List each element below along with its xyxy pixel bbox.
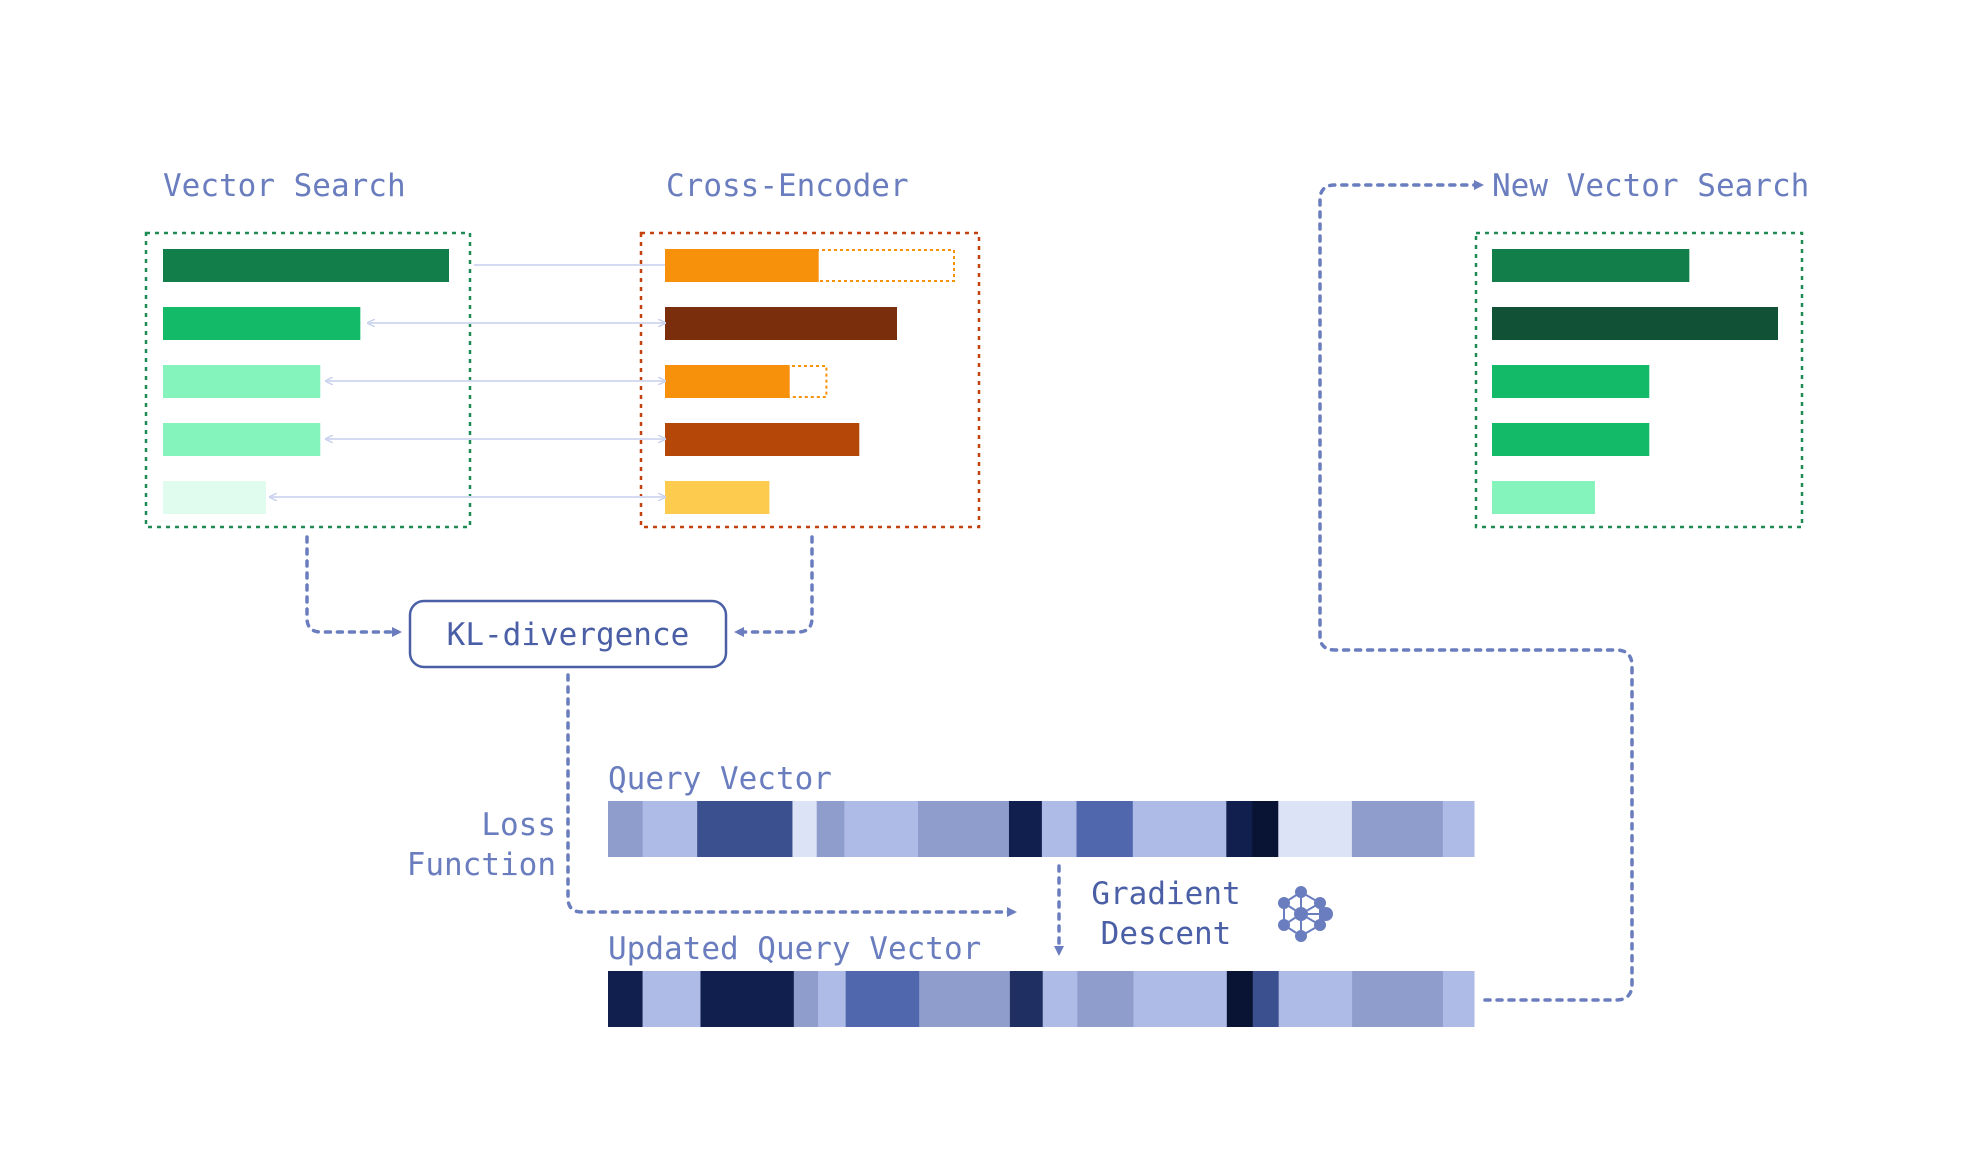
query-vector-cell-11: [1132, 801, 1227, 857]
query-vector-cell-10: [1076, 801, 1134, 857]
new-vector-search-box: [1474, 231, 1804, 529]
cross-encoder-bar-2: [665, 307, 897, 340]
cross-encoder-bars: [665, 249, 955, 514]
score-connectors: [270, 264, 665, 497]
vector-search-bar-3: [163, 365, 321, 398]
query-vector-cell-2: [642, 801, 698, 857]
cross-encoder-bar-4: [665, 423, 860, 456]
updated-query-vector-cell-8: [1009, 971, 1044, 1027]
new-vector-search-bar-1: [1492, 249, 1690, 282]
updated-query-vector-cell-3: [700, 971, 795, 1027]
query-vector-title: Query Vector: [608, 761, 832, 797]
updated-query-vector-title: Updated Query Vector: [608, 931, 981, 967]
vs-to-kl-arrow: [305, 535, 402, 637]
vector-search-bar-1: [163, 249, 449, 282]
updated-query-vector-cell-6: [845, 971, 920, 1027]
updated-query-vector-strip: [608, 971, 1475, 1027]
query-vector-cell-7: [918, 801, 1010, 857]
query-vector-cell-4: [792, 801, 818, 857]
updated-query-vector-cell-2: [642, 971, 701, 1027]
neural-network-icon: [1278, 886, 1333, 942]
updated-query-vector-cell-14: [1278, 971, 1353, 1027]
updated-query-vector-cell-13: [1252, 971, 1280, 1027]
updated-query-vector-cell-11: [1133, 971, 1228, 1027]
gradient-label-line2: Descent: [1101, 916, 1232, 952]
new-vector-search-title: New Vector Search: [1492, 168, 1809, 204]
return-to-new-search-arrow: [1318, 180, 1634, 1002]
query-vector-cell-1: [608, 801, 644, 857]
vector-search-bar-2: [163, 307, 361, 340]
query-vector-strip: [608, 801, 1475, 857]
new-vector-search-bar-5: [1492, 481, 1595, 514]
kl-divergence-label: KL-divergence: [447, 617, 690, 653]
new-vector-search-bars: [1492, 249, 1778, 514]
new-vector-search-bar-3: [1492, 365, 1650, 398]
vector-search-bars: [163, 249, 449, 514]
loss-function-arrow: [566, 673, 1017, 917]
query-vector-cell-15: [1351, 801, 1444, 857]
query-vector-cell-16: [1442, 801, 1475, 857]
cross-encoder-bar-3: [665, 365, 790, 398]
cross-encoder-bar-1: [665, 249, 819, 282]
loss-label-line2: Function: [407, 847, 556, 883]
query-vector-cell-3: [697, 801, 793, 857]
updated-query-vector-cell-12: [1226, 971, 1254, 1027]
updated-query-vector-cell-15: [1352, 971, 1444, 1027]
query-vector-cell-5: [816, 801, 845, 857]
query-vector-cell-8: [1008, 801, 1043, 857]
query-vector-cell-6: [844, 801, 919, 857]
cross-encoder-bar-5: [665, 481, 770, 514]
vector-search-title: Vector Search: [163, 168, 406, 204]
updated-query-vector-cell-9: [1042, 971, 1078, 1027]
query-vector-cell-14: [1278, 801, 1353, 857]
updated-query-vector-cell-1: [608, 971, 644, 1027]
vector-search-bar-5: [163, 481, 266, 514]
updated-query-vector-cell-7: [919, 971, 1011, 1027]
query-vector-cell-12: [1226, 801, 1253, 857]
ce-to-kl-arrow: [734, 535, 814, 637]
cross-encoder-title: Cross-Encoder: [666, 168, 909, 204]
updated-query-vector-cell-10: [1077, 971, 1134, 1027]
kl-divergence-box: [408, 599, 728, 669]
new-vector-search-bar-2: [1492, 307, 1778, 340]
new-vector-search-bar-4: [1492, 423, 1650, 456]
vector-search-bar-4: [163, 423, 321, 456]
query-vector-cell-13: [1252, 801, 1279, 857]
updated-query-vector-cell-16: [1442, 971, 1475, 1027]
updated-query-vector-cell-5: [818, 971, 847, 1027]
updated-query-vector-cell-4: [793, 971, 819, 1027]
gradient-label-line1: Gradient: [1091, 876, 1240, 912]
query-vector-cell-9: [1041, 801, 1078, 857]
loss-label-line1: Loss: [481, 807, 556, 843]
